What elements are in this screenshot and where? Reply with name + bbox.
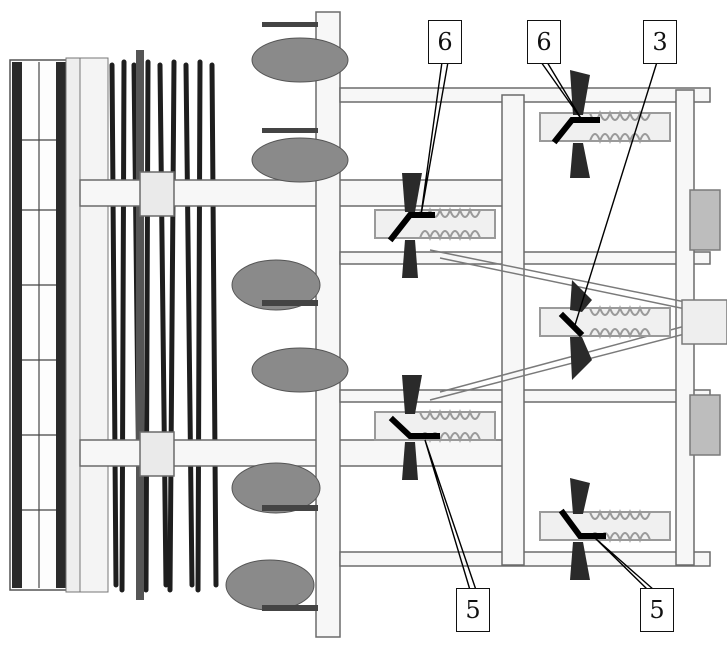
callout-label-6-left: 6 bbox=[428, 20, 462, 64]
disc-gangs bbox=[225, 22, 349, 611]
callout-label-5-right: 5 bbox=[640, 588, 674, 632]
leader-lines bbox=[420, 61, 658, 591]
packer-roller-cage bbox=[9, 57, 81, 593]
tine-blades bbox=[402, 70, 592, 580]
drawbar bbox=[429, 189, 727, 456]
callout-label-6-right: 6 bbox=[527, 20, 561, 64]
callout-label-3: 3 bbox=[643, 20, 677, 64]
crumbler-roller bbox=[79, 50, 219, 600]
callout-label-5-left: 5 bbox=[456, 588, 490, 632]
highlight-markers bbox=[387, 117, 606, 539]
main-frame bbox=[79, 11, 711, 638]
springs bbox=[374, 110, 671, 543]
